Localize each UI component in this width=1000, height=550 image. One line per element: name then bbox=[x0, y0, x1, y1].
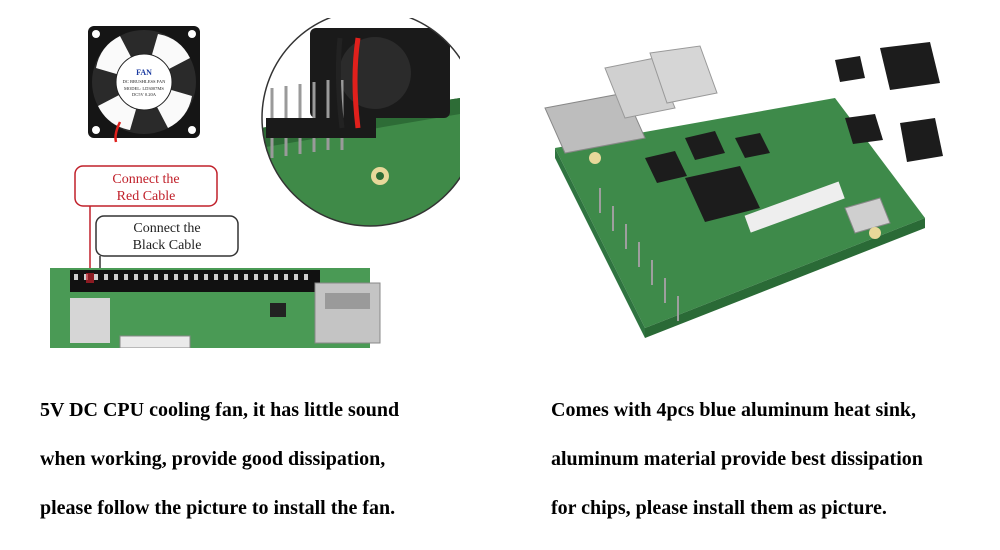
red-callout-line2: Red Cable bbox=[117, 189, 176, 204]
black-callout-line2: Black Cable bbox=[133, 238, 202, 253]
fan-caption-line-3: please follow the picture to install the… bbox=[40, 497, 396, 519]
raspberry-pi-board-3d bbox=[544, 45, 925, 338]
installed-heatsinks bbox=[645, 131, 770, 222]
red-cable-callout: Connect the Red Cable bbox=[74, 165, 218, 280]
raspberry-pi-board bbox=[50, 268, 381, 348]
fan-caption-line-1: 5V DC CPU cooling fan, it has little sou… bbox=[40, 399, 400, 421]
fan-caption: 5V DC CPU cooling fan, it has little sou… bbox=[40, 386, 500, 533]
heatsink-caption-line-3: for chips, please install them as pictur… bbox=[551, 497, 887, 519]
heatsink-caption: Comes with 4pcs blue aluminum heat sink,… bbox=[551, 386, 996, 533]
zoom-detail bbox=[261, 18, 460, 227]
fan-label-type: DC BRUSHLESS FAN bbox=[123, 79, 166, 84]
heatsink-install-photo bbox=[544, 42, 943, 338]
heatsink-caption-line-2: aluminum material provide best dissipati… bbox=[551, 448, 923, 470]
fan-caption-line-2: when working, provide good dissipation, bbox=[40, 448, 386, 470]
fan-label-model: MODEL: LD3007MS bbox=[124, 86, 164, 91]
fan-label-brand: FAN bbox=[136, 68, 152, 77]
spare-heatsinks bbox=[835, 42, 943, 162]
black-callout-line1: Connect the bbox=[133, 221, 200, 236]
fan-install-photo: FAN DC BRUSHLESS FAN MODEL: LD3007MS DC5… bbox=[50, 18, 460, 348]
cooling-fan: FAN DC BRUSHLESS FAN MODEL: LD3007MS DC5… bbox=[88, 26, 200, 143]
heatsink-caption-line-1: Comes with 4pcs blue aluminum heat sink, bbox=[551, 399, 917, 421]
red-callout-line1: Connect the bbox=[112, 172, 179, 187]
fan-label-rating: DC5V 0.20A bbox=[132, 92, 157, 97]
